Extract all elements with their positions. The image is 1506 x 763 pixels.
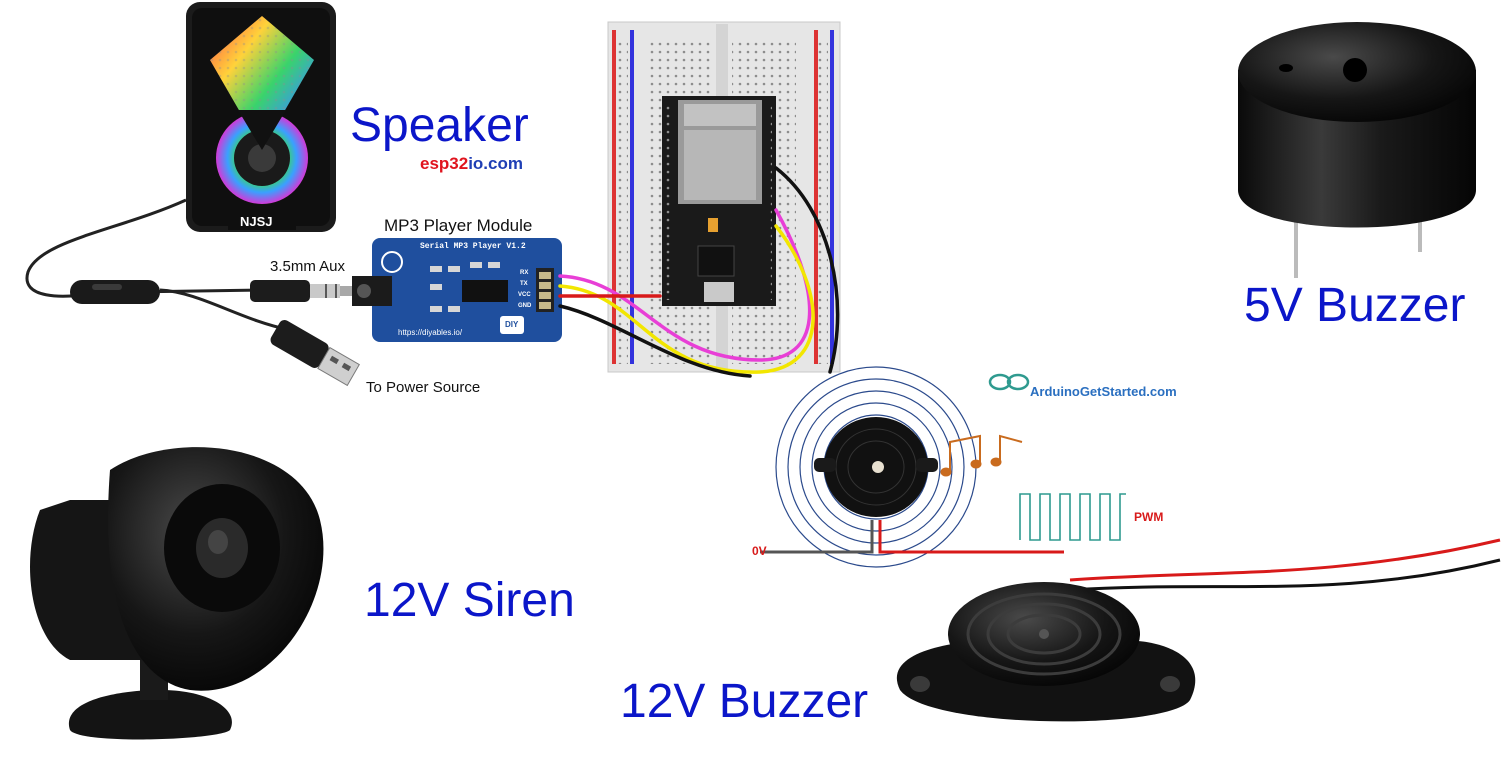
wiring xyxy=(558,166,840,378)
volume-control xyxy=(70,280,160,304)
zero-v-label: 0V xyxy=(752,544,767,558)
module-logo: DIY xyxy=(505,320,519,329)
pin-rx: RX xyxy=(520,270,529,276)
speaker-cable xyxy=(25,198,187,298)
buzzer-12v-label: 12V Buzzer xyxy=(620,675,869,728)
speaker-brand: NJSJ xyxy=(240,214,273,229)
esp32io-logo-red: esp32 xyxy=(420,154,469,173)
esp32-board xyxy=(662,96,776,306)
mp3-module xyxy=(352,238,562,342)
speaker-image xyxy=(186,2,336,232)
module-url: https://diyables.io/ xyxy=(398,328,463,337)
power-label: To Power Source xyxy=(366,379,481,396)
pwm-buzzer-diagram xyxy=(760,366,1126,568)
buzzer-12v-image xyxy=(896,538,1501,722)
siren-12v-image xyxy=(30,447,324,740)
module-title: Serial MP3 Player V1.2 xyxy=(420,242,526,251)
arduinogetstarted-logo: ArduinoGetStarted.com xyxy=(1030,384,1177,399)
pin-tx: TX xyxy=(520,281,528,287)
aux-plug xyxy=(250,280,354,302)
aux-label: 3.5mm Aux xyxy=(270,258,346,275)
usb-plug xyxy=(270,320,360,387)
speaker-label: Speaker xyxy=(350,99,529,152)
pwm-label: PWM xyxy=(1134,510,1164,524)
buzzer-5v-label: 5V Buzzer xyxy=(1244,279,1466,332)
esp32io-logo-blue: io.com xyxy=(468,154,523,173)
siren-12v-label: 12V Siren xyxy=(364,574,575,627)
buzzer-5v-image xyxy=(1238,22,1476,278)
pin-vcc: VCC xyxy=(518,292,531,298)
pin-gnd: GND xyxy=(518,303,532,309)
esp32io-logo: esp32io.com xyxy=(420,154,523,174)
mp3-module-label: MP3 Player Module xyxy=(384,216,533,235)
